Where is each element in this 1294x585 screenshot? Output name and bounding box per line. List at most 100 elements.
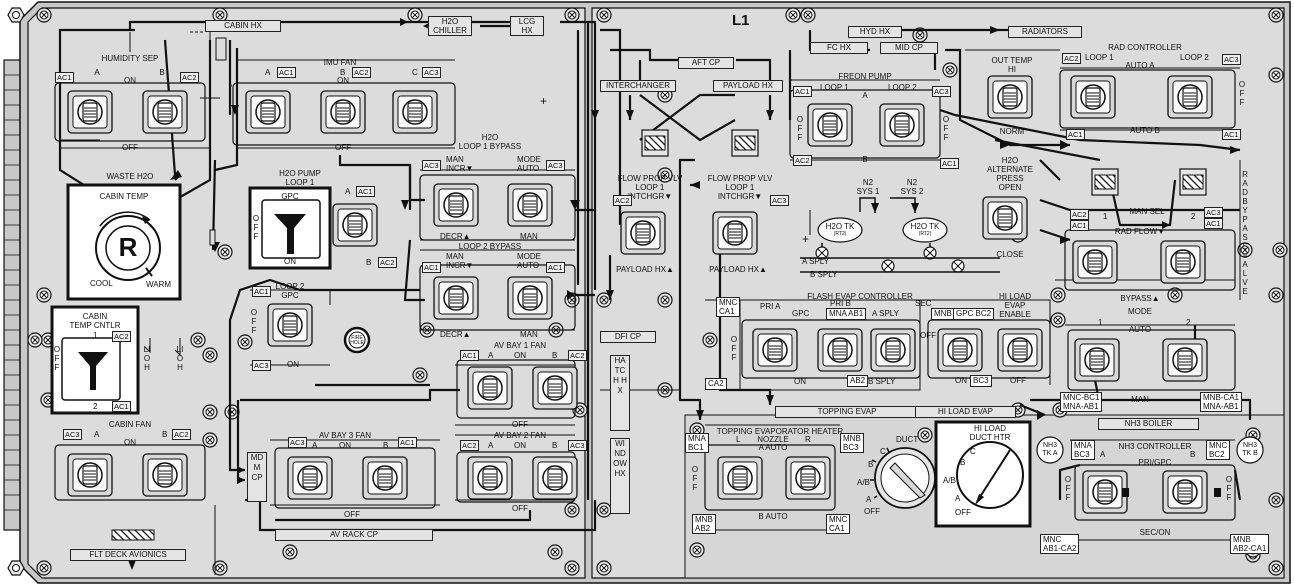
imu-fan-a: A xyxy=(265,68,271,77)
av-bay1-b: B xyxy=(552,351,558,360)
flow-prop-vlv-loop2-switch[interactable] xyxy=(713,212,757,254)
topping-heater-r-switch[interactable] xyxy=(786,457,830,499)
out-temp-norm: NORM xyxy=(999,127,1025,136)
rad-flow-1-switch[interactable] xyxy=(1073,241,1117,283)
flash-evap-gpc-switch[interactable] xyxy=(938,329,982,371)
imu-fan-b: B xyxy=(340,68,346,77)
flash-evap-pri-a-switch[interactable] xyxy=(753,329,797,371)
svg-text:+: + xyxy=(802,232,809,246)
flash-evap-sec-switch[interactable] xyxy=(871,329,915,371)
h2o-loop2-bypass-mode-switch[interactable] xyxy=(508,277,552,319)
h2o-loop1-bypass-mode-switch[interactable] xyxy=(508,184,552,226)
humidity-sep-on: ON xyxy=(124,76,136,85)
rad-mode-1-switch[interactable] xyxy=(1075,339,1119,381)
imu-fan-a-switch[interactable] xyxy=(246,91,290,133)
freon-pump-loop1-switch[interactable] xyxy=(808,104,852,146)
flow-prop-2-talkback xyxy=(732,130,758,156)
nh3-mnc-bc2: MNC BC2 xyxy=(1206,440,1231,460)
av-bay3-fan-a-switch[interactable] xyxy=(288,457,332,499)
humidity-sep-a: A xyxy=(94,68,100,77)
humidity-sep-b: B xyxy=(159,68,165,77)
rad-bypass-valve-label: RAD BYPASS VALVE xyxy=(1242,170,1248,296)
rad-controller-loop1-switch[interactable] xyxy=(1071,76,1115,118)
nh3-controller-b-switch[interactable] xyxy=(1163,471,1207,513)
rad-mode-2-switch[interactable] xyxy=(1163,339,1207,381)
man-sel-2: 2 xyxy=(1191,212,1196,221)
imu-fan-on: ON xyxy=(337,76,349,85)
man-sel-1-talkback xyxy=(1092,169,1118,195)
nh3-off-l: OFF xyxy=(1064,475,1072,502)
imu-fan-b-switch[interactable] xyxy=(321,91,365,133)
humidity-sep-a-switch[interactable] xyxy=(68,91,112,133)
cabin-temp-cntlr-off: OFF xyxy=(53,345,61,372)
cabin-fan-b-switch[interactable] xyxy=(143,454,187,496)
flow-prop-vlv-loop1-switch[interactable] xyxy=(621,212,665,254)
av-bay2-fan-a-switch[interactable] xyxy=(468,457,512,499)
topping-heater-duct: DUCT xyxy=(896,435,919,444)
cabin-temp-cntlr-switch[interactable] xyxy=(62,338,120,400)
mid-cp-box: MID CP xyxy=(880,42,938,54)
flash-evap-ca2: CA2 xyxy=(705,378,727,390)
h2o-alternate-press-switch[interactable] xyxy=(983,197,1027,239)
topping-heater-a-auto: A AUTO xyxy=(758,443,788,452)
loop2-ac-bot: AC3 xyxy=(252,360,271,371)
cabin-hx-box: CABIN HX xyxy=(205,20,281,32)
h2o-tk-2: H2O TK xyxy=(910,222,940,231)
nh3-tk-b: NH3 TK B xyxy=(1242,442,1258,457)
cabin-temp-title: CABIN TEMP xyxy=(99,192,149,201)
imu-fan-c: C xyxy=(412,68,418,77)
cabin-temp-knob[interactable] xyxy=(96,216,160,280)
nh3-controller-a-switch[interactable] xyxy=(1083,471,1127,513)
flow-prop-2-title: FLOW PROP VLV LOOP 1 INTCHGR▼ xyxy=(707,174,773,201)
imu-fan-c-switch[interactable] xyxy=(393,91,437,133)
hi-load-evap-enable-switch[interactable] xyxy=(998,329,1042,371)
interchanger-box: INTERCHANGER xyxy=(600,80,676,92)
hi-load-duct-htr-knob[interactable] xyxy=(957,442,1023,508)
flow-prop-1-title: FLOW PROP VLV LOOP 1 INTCHGR▼ xyxy=(617,174,683,201)
fc-hx-box: FC HX xyxy=(810,42,868,54)
flash-evap-ab2: AB2 xyxy=(847,375,869,387)
av-bay1-fan-b-switch[interactable] xyxy=(533,367,577,409)
av-bay2-fan-b-switch[interactable] xyxy=(533,457,577,499)
av-bay2-off: OFF xyxy=(512,504,528,513)
man-sel-ac-l2: AC1 xyxy=(1070,220,1089,231)
h2o-pump-loop2-switch[interactable] xyxy=(268,304,312,346)
nh3-off-r: OFF xyxy=(1225,475,1233,502)
out-temp-switch[interactable] xyxy=(988,76,1032,118)
flow-prop-2-ac: AC3 xyxy=(770,195,789,206)
humidity-sep-b-switch[interactable] xyxy=(143,91,187,133)
cabin-temp-cool: COOL xyxy=(90,279,113,288)
rad-controller-loop2-switch[interactable] xyxy=(1168,76,1212,118)
duct-heater-knob[interactable] xyxy=(875,448,935,508)
cabin-fan-b: B xyxy=(162,430,168,439)
rad-mode-2: 2 xyxy=(1186,318,1191,327)
flash-evap-a-sply: A SPLY xyxy=(872,309,899,318)
h2o-tk-1: H2O TK xyxy=(825,222,855,231)
freon-pump-loop2-switch[interactable] xyxy=(880,104,924,146)
rad-flow-2-switch[interactable] xyxy=(1161,241,1205,283)
av-bay1-a: A xyxy=(488,351,494,360)
av-bay3-fan-b-switch[interactable] xyxy=(363,457,407,499)
h2o-loop2-bypass-man-switch[interactable] xyxy=(434,277,478,319)
h2o-pump-loop1-ab-switch[interactable] xyxy=(333,204,377,246)
radiators-box: RADIATORS xyxy=(1008,26,1082,38)
av-bay1-fan-a-switch[interactable] xyxy=(468,367,512,409)
h2o-pump-loop1-switch[interactable] xyxy=(262,200,320,258)
freon-pump-ac-b2: AC1 xyxy=(940,158,959,169)
flash-evap-sec: SEC xyxy=(915,299,932,308)
flash-evap-pri-b: PRI B xyxy=(830,299,851,308)
sply-a-label: A SPLY xyxy=(802,257,829,266)
hi-load-title: HI LOAD EVAP ENABLE xyxy=(998,292,1032,319)
h2o-alt-close: CLOSE xyxy=(996,250,1024,259)
h2o-pump-b: B xyxy=(366,258,372,267)
topping-heater-l-switch[interactable] xyxy=(718,457,762,499)
h2o-pump-a: A xyxy=(345,187,351,196)
topping-heater-r: R xyxy=(805,435,811,444)
hi-load-off: OFF xyxy=(1010,376,1026,385)
topping-heater-mnc-ca1: MNC CA1 xyxy=(826,514,851,534)
flash-evap-pri-b-switch[interactable] xyxy=(818,329,862,371)
h2o-bypass-title: H2O LOOP 1 BYPASS xyxy=(458,133,522,151)
cabin-fan-a-switch[interactable] xyxy=(68,454,112,496)
h2o-loop1-bypass-man-switch[interactable] xyxy=(434,184,478,226)
h2o-pump-title: H2O PUMP LOOP 1 xyxy=(279,169,321,187)
